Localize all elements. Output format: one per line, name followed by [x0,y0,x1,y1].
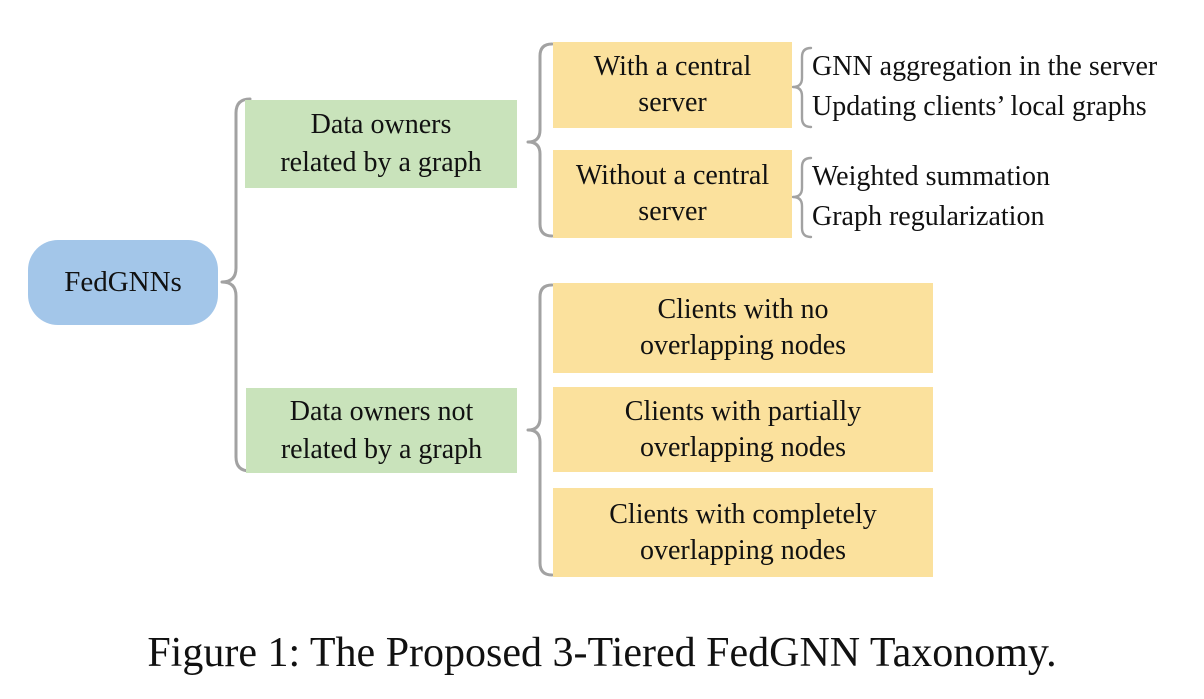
node-label-line: Without a central [575,160,770,191]
node-label-line: overlapping nodes [639,534,847,566]
node-label-line: Clients with no [657,294,829,325]
node-label-line: Data owners [310,109,452,140]
node-without-central-server: Without a central server [553,150,792,238]
brace-overlap-group [526,283,554,577]
node-with-central-server: With a central server [553,42,792,128]
node-partially-overlapping-nodes: Clients with partially overlapping nodes [553,387,933,472]
node-label-line: Data owners not [289,395,474,427]
node-label-line: server [638,196,707,227]
node-fedgnns-label: FedGNNs [64,266,182,298]
figure-caption: Figure 1: The Proposed 3-Tiered FedGNN T… [147,630,1057,676]
brace-leaf-with-server [791,46,813,129]
leaf-item: Weighted summation [812,161,1051,192]
node-label-line: With a central [593,51,752,82]
node-label-line: Clients with partially [624,395,862,427]
node-label-line: server [638,87,707,118]
node-data-owners-related: Data owners related by a graph [245,100,517,188]
node-label-line: overlapping nodes [639,431,847,463]
node-label-line: overlapping nodes [639,330,847,361]
leaf-item: Updating clients’ local graphs [812,91,1147,122]
node-fedgnns: FedGNNs [28,240,218,325]
leaf-group-without-server: Weighted summation Graph regularization [812,157,1050,237]
leaf-item: GNN aggregation in the server [812,51,1158,82]
leaf-group-with-server: GNN aggregation in the server Updating c… [812,47,1157,127]
node-label-line: Clients with completely [609,498,877,530]
node-completely-overlapping-nodes: Clients with completely overlapping node… [553,488,933,577]
node-data-owners-not-related: Data owners not related by a graph [246,388,517,473]
node-no-overlapping-nodes: Clients with no overlapping nodes [553,283,933,373]
brace-leaf-without-server [791,156,813,239]
brace-central-group [526,42,554,238]
node-label-line: related by a graph [280,433,483,465]
leaf-item: Graph regularization [812,201,1045,232]
node-label-line: related by a graph [280,147,482,178]
